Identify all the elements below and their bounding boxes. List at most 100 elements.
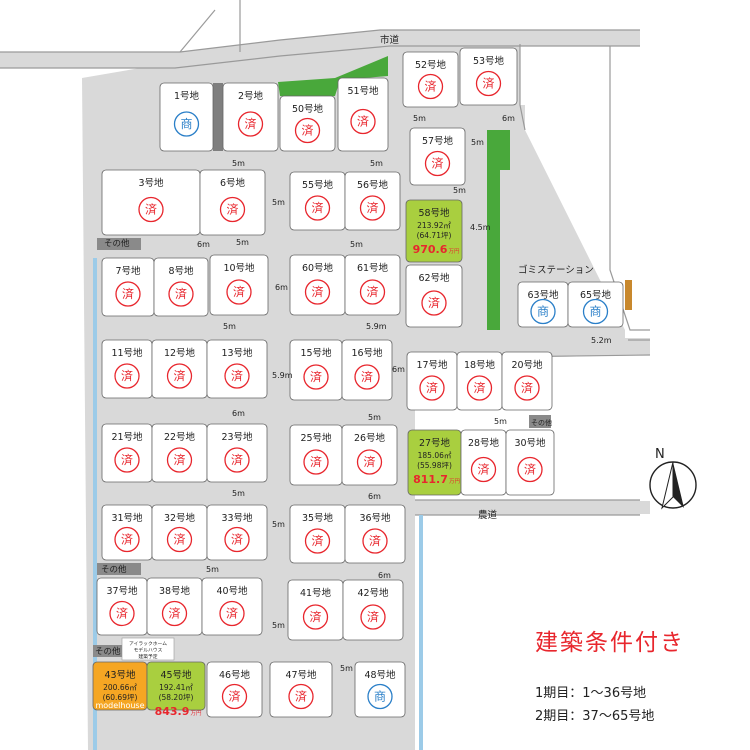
lot-shape (159, 82, 214, 152)
lot-name: 62号地 (418, 272, 450, 284)
other-parcel (529, 415, 551, 428)
lot-shape (405, 264, 463, 328)
other-label-2: その他 (101, 564, 127, 575)
lot-shape (153, 257, 209, 317)
lot-area: 185.06㎡ (418, 451, 452, 460)
lot-shape (344, 254, 401, 316)
stamp-char: 済 (228, 689, 240, 704)
stamp-char: 済 (121, 532, 133, 547)
stamp-char: 済 (309, 609, 321, 624)
water-channel (93, 258, 97, 750)
lot-name: 21号地 (111, 431, 143, 443)
stamp-char: 済 (145, 202, 157, 217)
stamp-char: 済 (310, 369, 322, 384)
stamp-char: 済 (367, 609, 379, 624)
lot-name: 43号地 (104, 669, 136, 681)
road-width: 5m (471, 138, 484, 147)
lot-tsubo: (64.71坪) (417, 231, 452, 240)
sold-stamp (115, 281, 141, 307)
stamp-char: 済 (311, 284, 323, 299)
sold-stamp (237, 111, 264, 137)
road-width: 6m (232, 409, 245, 418)
road-width: 4.5m (470, 223, 491, 232)
lot-shape (405, 199, 463, 263)
road-width: 5m (350, 240, 363, 249)
sold-stamp (114, 363, 140, 389)
sold-stamp (466, 375, 493, 401)
stamp-char: 済 (426, 380, 438, 395)
lot-tsubo: (55.98坪) (417, 461, 452, 470)
map-labels: 市道 農道 ゴミステーション その他 その他 その他 その他 (95, 34, 594, 657)
lot-shape (402, 51, 459, 108)
sold-stamp (219, 600, 245, 627)
stamp-char: 済 (310, 454, 322, 469)
lot-name: 23号地 (221, 431, 253, 443)
sold-stamp (350, 108, 376, 135)
sold-stamp (226, 279, 252, 305)
sold-stamp (304, 279, 331, 305)
lot-shape (341, 424, 398, 486)
lot-name: 38号地 (159, 585, 191, 597)
stamp-char: 済 (366, 284, 378, 299)
sold-stamp (302, 604, 329, 630)
other-parcel (93, 645, 123, 657)
road-width: 6m (378, 571, 391, 580)
road-width: 5m (272, 198, 285, 207)
sold-stamp (219, 196, 246, 223)
sold-stamp (470, 456, 497, 483)
